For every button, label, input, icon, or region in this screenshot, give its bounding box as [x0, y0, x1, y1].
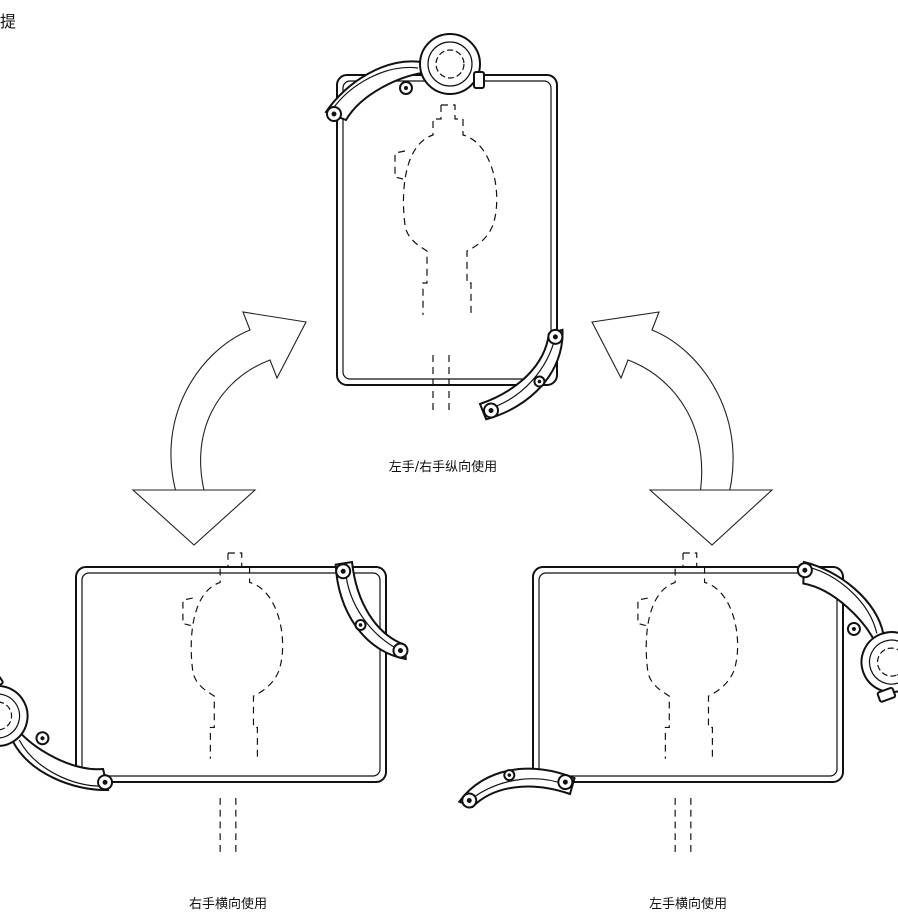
caption-landscape-right-hand: 右手横向使用 [188, 897, 268, 912]
landscape-tablet-left-hand [457, 534, 898, 858]
portrait-tablet [325, 33, 575, 421]
double-arrow-left [131, 311, 307, 546]
caption-landscape-left-hand: 左手横向使用 [648, 897, 728, 912]
landscape-tablet-right-hand [0, 552, 416, 858]
caption-portrait: 左手/右手纵向使用 [388, 460, 498, 475]
double-arrow-right [591, 311, 774, 546]
corner-text-fragment: 提 [0, 12, 17, 31]
